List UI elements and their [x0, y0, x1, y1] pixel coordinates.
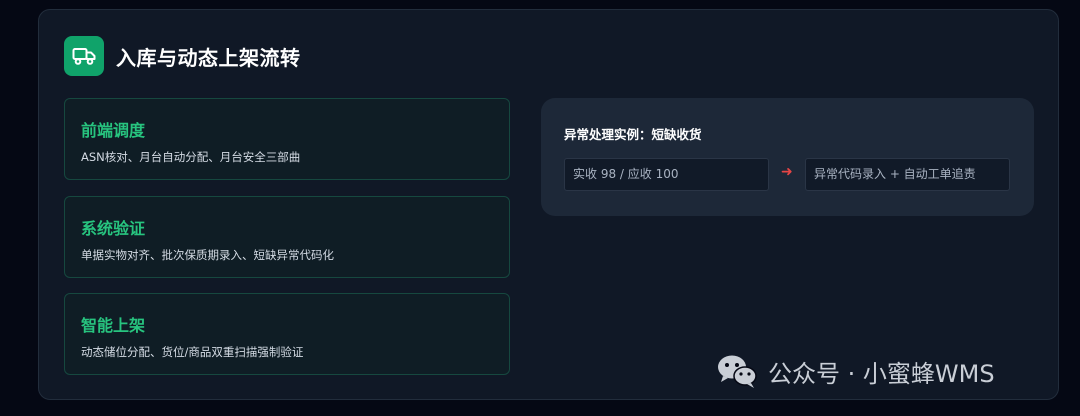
step-title: 前端调度 [81, 121, 146, 140]
example-title: 异常处理实例：短缺收货 [564, 127, 702, 142]
step-title: 系统验证 [81, 219, 146, 238]
watermark: 公众号 · 小蜜蜂WMS [716, 353, 995, 389]
received-quantity-box: 实收 98 / 应收 100 [564, 158, 769, 191]
step-description: ASN核对、月台自动分配、月台安全三部曲 [81, 150, 301, 164]
step-card-frontend-dispatch: 前端调度 ASN核对、月台自动分配、月台安全三部曲 [64, 98, 510, 180]
wechat-icon [718, 355, 757, 388]
truck-icon [64, 36, 104, 76]
step-card-smart-putaway: 智能上架 动态储位分配、货位/商品双重扫描强制验证 [64, 293, 510, 375]
step-title: 智能上架 [81, 316, 146, 335]
exception-action-box: 异常代码录入 + 自动工单追责 [805, 158, 1010, 191]
step-card-system-verification: 系统验证 单据实物对齐、批次保质期录入、短缺异常代码化 [64, 196, 510, 278]
step-description: 单据实物对齐、批次保质期录入、短缺异常代码化 [81, 248, 334, 262]
page-title: 入库与动态上架流转 [116, 45, 301, 70]
exception-example-card: 异常处理实例：短缺收货 实收 98 / 应收 100 ➜ 异常代码录入 + 自动… [541, 98, 1034, 216]
arrow-right-icon: ➜ [781, 164, 793, 180]
panel-header: 入库与动态上架流转 [64, 36, 301, 76]
watermark-text: 公众号 · 小蜜蜂WMS [768, 359, 995, 388]
inbound-flow-panel: 入库与动态上架流转 前端调度 ASN核对、月台自动分配、月台安全三部曲 系统验证… [38, 9, 1059, 400]
step-description: 动态储位分配、货位/商品双重扫描强制验证 [81, 345, 304, 359]
